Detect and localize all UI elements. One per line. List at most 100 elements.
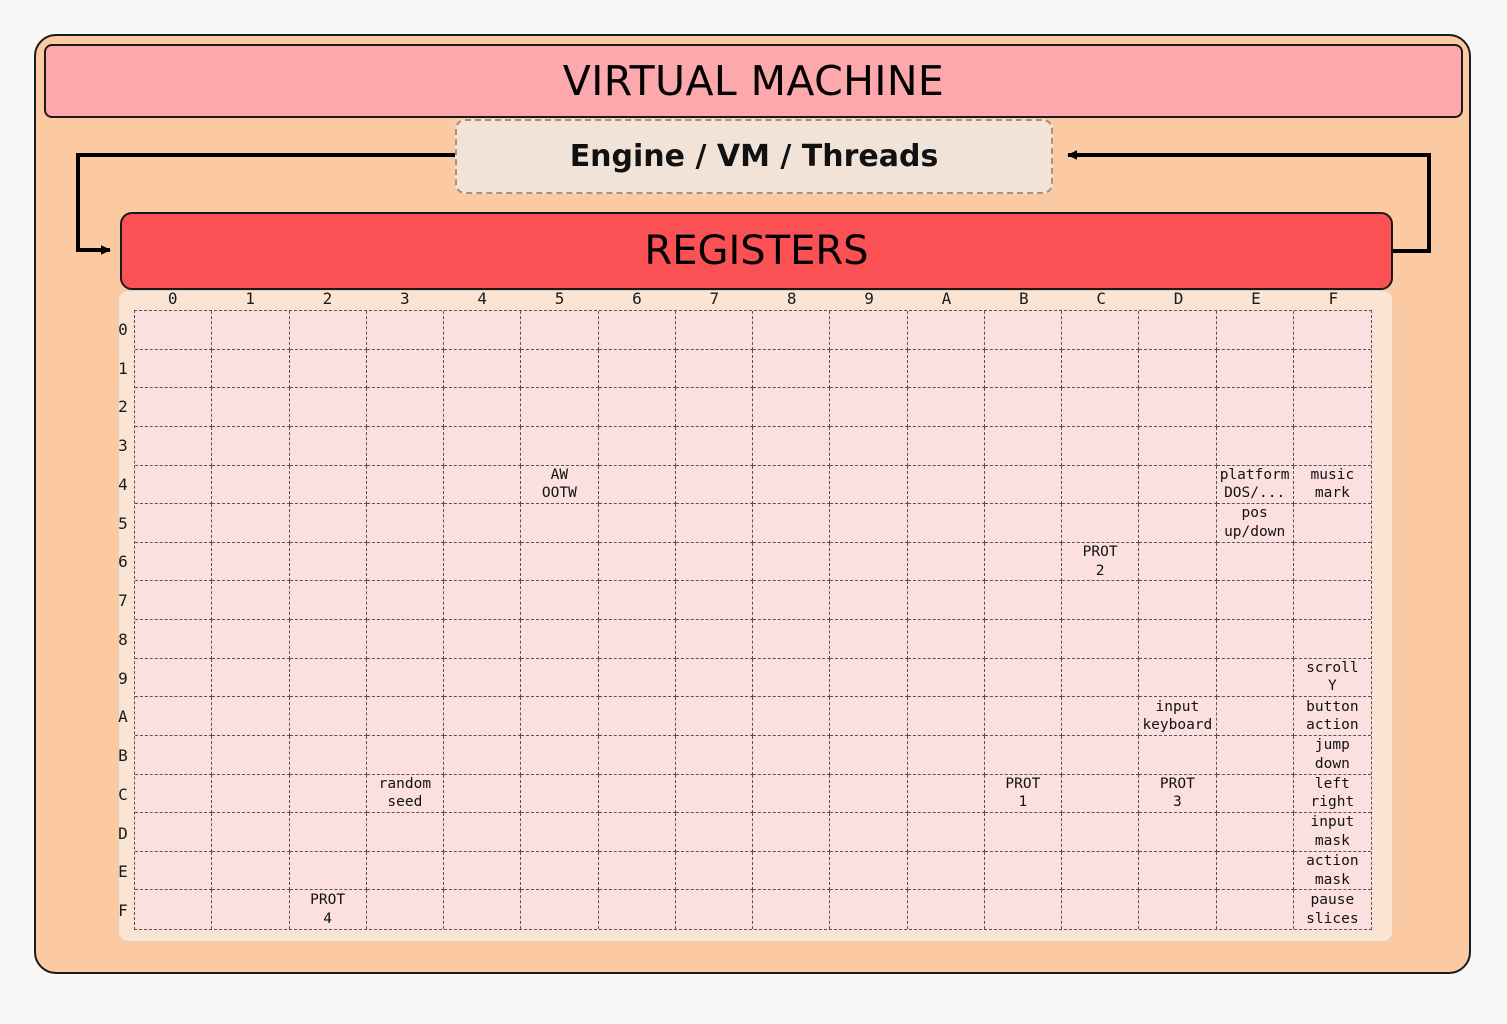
register-cell-2E[interactable] [289,851,367,891]
register-cell-98[interactable] [830,620,908,659]
register-cell-64[interactable] [598,465,676,505]
register-cell-DF[interactable] [1139,890,1217,929]
register-cell-CB[interactable] [1062,735,1140,775]
register-cell-25[interactable] [289,504,367,543]
register-cell-50[interactable] [521,311,599,350]
register-cell-34[interactable] [366,465,444,505]
register-cell-72[interactable] [675,388,753,427]
register-cell-97[interactable] [830,581,908,620]
register-cell-C9[interactable] [1062,658,1140,698]
register-cell-C0[interactable] [1062,311,1140,350]
register-cell-8D[interactable] [753,813,831,852]
register-cell-53[interactable] [521,426,599,466]
register-cell-4A[interactable] [444,697,522,736]
register-cell-14[interactable] [212,465,290,505]
register-cell-8C[interactable] [753,774,831,814]
register-cell-9D[interactable] [830,813,908,852]
register-cell-51[interactable] [521,349,599,389]
register-cell-37[interactable] [366,581,444,620]
register-cell-BE[interactable] [984,851,1062,891]
register-cell-95[interactable] [830,504,908,543]
register-cell-1A[interactable] [212,697,290,736]
register-cell-7C[interactable] [675,774,753,814]
register-cell-57[interactable] [521,581,599,620]
register-cell-4E[interactable] [444,851,522,891]
register-cell-41[interactable] [444,349,522,389]
register-cell-A3[interactable] [907,426,985,466]
register-cell-1F[interactable] [212,890,290,929]
register-cell-F2[interactable] [1293,388,1371,427]
register-cell-4F[interactable] [444,890,522,929]
register-cell-6F[interactable] [599,890,676,929]
register-cell-A5[interactable] [907,504,985,543]
register-cell-E8[interactable] [1216,620,1294,659]
register-cell-B3[interactable] [984,426,1062,466]
register-cell-2B[interactable] [289,735,367,775]
register-cell-26[interactable] [289,542,367,582]
register-cell-01[interactable] [135,349,213,389]
register-cell-4D[interactable] [444,813,522,852]
register-cell-5E[interactable] [521,851,599,891]
register-cell-EB[interactable] [1216,735,1294,775]
register-cell-35[interactable] [366,504,444,543]
register-cell-2D[interactable] [289,813,367,852]
register-cell-6C[interactable] [598,774,676,814]
register-cell-B7[interactable] [984,581,1062,620]
register-cell-23[interactable] [289,426,367,466]
register-cell-2A[interactable] [289,697,367,736]
register-cell-6B[interactable] [598,735,676,775]
register-cell-1D[interactable] [212,813,290,852]
register-cell-C4[interactable] [1062,465,1140,505]
register-cell-5A[interactable] [521,697,599,736]
register-cell-D8[interactable] [1139,620,1217,659]
register-cell-EA[interactable] [1216,697,1294,736]
register-cell-B8[interactable] [984,620,1062,659]
register-cell-AB[interactable] [907,735,985,775]
register-cell-5B[interactable] [521,735,599,775]
register-cell-94[interactable] [830,465,908,505]
register-cell-E6[interactable] [1216,542,1294,582]
register-cell-EF[interactable] [1217,890,1294,929]
register-cell-F6[interactable] [1293,543,1371,582]
register-cell-52[interactable] [521,388,599,427]
register-cell-EC[interactable] [1216,774,1294,814]
register-cell-90[interactable] [830,311,908,350]
register-cell-1B[interactable] [212,735,290,775]
register-cell-65[interactable] [598,504,676,543]
register-cell-E0[interactable] [1216,311,1294,350]
register-cell-21[interactable] [289,349,367,389]
register-cell-22[interactable] [289,388,367,427]
register-cell-3B[interactable] [366,735,444,775]
register-cell-7F[interactable] [676,890,753,929]
register-cell-D2[interactable] [1139,388,1217,427]
register-cell-D9[interactable] [1139,658,1217,698]
register-cell-81[interactable] [753,349,831,389]
register-cell-B9[interactable] [984,658,1062,698]
register-cell-28[interactable] [289,620,367,659]
register-cell-40[interactable] [444,311,522,350]
register-cell-D0[interactable] [1139,311,1217,350]
register-cell-B6[interactable] [984,542,1062,582]
register-cell-17[interactable] [212,581,290,620]
register-cell-0F[interactable] [135,890,213,929]
register-cell-E3[interactable] [1216,426,1294,466]
register-cell-42[interactable] [444,388,522,427]
register-cell-49[interactable] [444,658,522,698]
register-cell-36[interactable] [366,542,444,582]
register-cell-06[interactable] [135,542,213,582]
register-cell-AC[interactable] [907,774,985,814]
register-cell-E1[interactable] [1216,349,1294,389]
register-cell-AF[interactable] [908,890,985,929]
register-cell-A4[interactable] [907,465,985,505]
register-cell-13[interactable] [212,426,290,466]
register-cell-C8[interactable] [1062,620,1140,659]
register-cell-93[interactable] [830,426,908,466]
register-cell-39[interactable] [366,658,444,698]
